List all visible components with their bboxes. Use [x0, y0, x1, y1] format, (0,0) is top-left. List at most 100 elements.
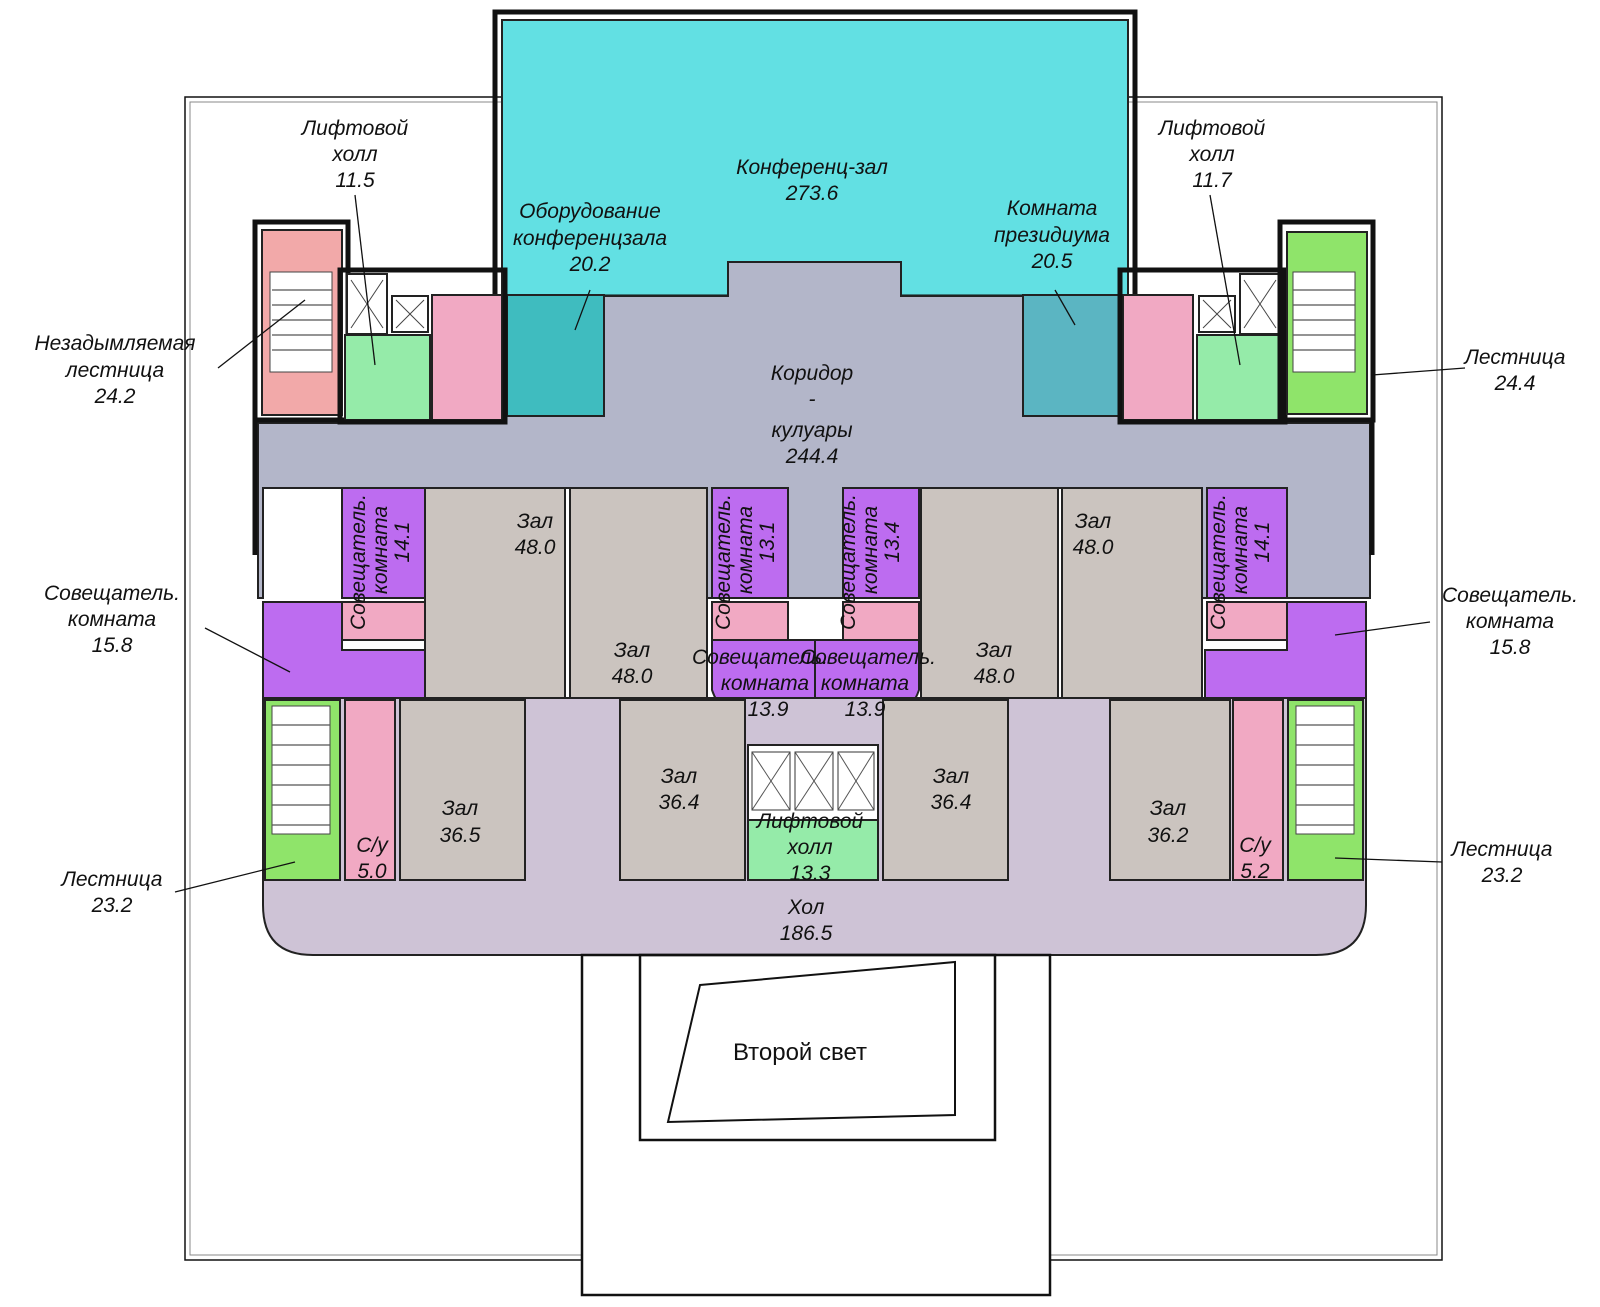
- corridor-name3: кулуары: [771, 419, 853, 442]
- hall-f-name: Зал: [661, 765, 697, 788]
- wc-left-lower: [344, 699, 396, 881]
- lift-right-name1: Лифтовой: [1157, 117, 1266, 140]
- smokefree-name2: лестница: [65, 359, 164, 382]
- hall-b-name: Зал: [614, 639, 650, 662]
- atrium-void: [666, 960, 956, 1124]
- lift-hall-center: [747, 819, 879, 881]
- wc-right-lower: [1232, 699, 1284, 881]
- meeting-ls-area: 15.8: [92, 634, 133, 657]
- presidium-area: 20.5: [1031, 250, 1073, 273]
- stair-flights-left-top: [269, 271, 333, 373]
- meeting-v2-area: 13.1: [756, 522, 779, 563]
- meeting-v2-name1: Совещатель.: [712, 494, 735, 630]
- meeting-v3-name1: Совещатель.: [837, 494, 860, 630]
- lift-left-name1: Лифтовой: [300, 117, 409, 140]
- hall-g-area: 36.4: [931, 791, 972, 814]
- presidium-name2: президиума: [994, 224, 1110, 247]
- stair-treads: [272, 289, 1355, 826]
- hall-h-name: Зал: [1150, 797, 1186, 820]
- meeting-v2-name2: комната: [734, 506, 757, 594]
- meeting-room-v1: [341, 487, 426, 599]
- hall-g-name: Зал: [933, 765, 969, 788]
- wc-left-upper: [431, 294, 503, 421]
- meeting-v1-name1: Совещатель.: [347, 494, 370, 630]
- wc-meeting-v4: [1206, 601, 1288, 641]
- hall-room-a: [424, 487, 566, 699]
- lift-left-name2: холл: [331, 143, 377, 166]
- lift-left-area: 11.5: [335, 169, 375, 192]
- meeting-v3-area: 13.4: [881, 522, 904, 563]
- equipment-area: 20.2: [569, 253, 611, 276]
- meeting-v1-area: 14.1: [391, 522, 414, 563]
- wc-meeting-v3: [842, 601, 920, 641]
- wc-left-area: 5.0: [357, 860, 387, 883]
- corridor-name2: -: [809, 388, 816, 411]
- wc-left-name: С/у: [356, 834, 389, 857]
- hall-e-area: 36.5: [440, 824, 481, 847]
- room-labels: Конференц-зал 273.6 Оборудование конфере…: [34, 117, 1578, 945]
- equipment-room: [506, 294, 605, 417]
- hall-d-name: Зал: [1075, 510, 1111, 533]
- meeting-v3-name2: комната: [859, 506, 882, 594]
- stair-rb-name: Лестница: [1450, 838, 1553, 861]
- meeting-ls-name2: комната: [68, 608, 156, 631]
- lift-hall-right: [1196, 334, 1283, 421]
- meeting-c2-name2: комната: [821, 672, 909, 695]
- hall-f-area: 36.4: [659, 791, 700, 814]
- meeting-c2-name1: Совещатель.: [800, 646, 936, 669]
- stair-rb-area: 23.2: [1481, 864, 1523, 887]
- meeting-rs-name2: комната: [1466, 610, 1554, 633]
- hall-room-g: [882, 699, 1009, 881]
- lift-center-area: 13.3: [790, 862, 831, 885]
- equipment-name2: конференцзала: [513, 227, 667, 250]
- conference-area: 273.6: [785, 182, 839, 205]
- meeting-rs-area: 15.8: [1490, 636, 1531, 659]
- corridor-name1: Коридор: [771, 362, 853, 385]
- meeting-room-v2: [711, 487, 789, 599]
- meeting-v4-area: 14.1: [1251, 522, 1274, 563]
- hall-room-c: [920, 487, 1059, 699]
- hall-room-b: [569, 487, 708, 699]
- meeting-c1-name2: комната: [721, 672, 809, 695]
- meeting-v4-name2: комната: [1229, 506, 1252, 594]
- hall-d-area: 48.0: [1073, 536, 1114, 559]
- wc-right-area: 5.2: [1240, 860, 1270, 883]
- wc-right-name: С/у: [1239, 834, 1272, 857]
- meeting-ls-name1: Совещатель.: [44, 582, 180, 605]
- meeting-room-v4: [1206, 487, 1288, 599]
- leader-lines: [174, 194, 1466, 893]
- hall-room-d: [1061, 487, 1203, 699]
- presidium-room: [1022, 294, 1121, 417]
- smokefree-area: 24.2: [94, 385, 136, 408]
- stair-rt-name: Лестница: [1463, 346, 1566, 369]
- lift-right-area: 11.7: [1192, 169, 1233, 192]
- meeting-c2-area: 13.9: [845, 698, 886, 721]
- hall-e-name: Зал: [442, 797, 478, 820]
- equipment-name1: Оборудование: [519, 200, 661, 223]
- lift-center-name2: холл: [786, 836, 832, 859]
- lift-center-name1: Лифтовой: [755, 810, 864, 833]
- hall-room-h: [1109, 699, 1231, 881]
- hall-b-area: 48.0: [612, 665, 653, 688]
- elevator-cars: [751, 751, 875, 811]
- meeting-room-v3: [842, 487, 920, 599]
- conference-hall: [501, 19, 1129, 297]
- corridor-area: 244.4: [785, 445, 839, 468]
- second-light-label: Второй свет: [733, 1039, 867, 1066]
- presidium-name1: Комната: [1007, 197, 1098, 220]
- lift-right-name2: холл: [1188, 143, 1234, 166]
- meeting-rs-name1: Совещатель.: [1442, 584, 1578, 607]
- lobby-area-label: 186.5: [780, 922, 833, 945]
- hall-h-area: 36.2: [1148, 824, 1189, 847]
- stair-lb-name: Лестница: [60, 868, 163, 891]
- hall-a-name: Зал: [517, 510, 553, 533]
- meeting-v4-name1: Совещатель.: [1207, 494, 1230, 630]
- wc-right-upper: [1122, 294, 1194, 421]
- lift-hall-left: [344, 334, 431, 421]
- stair-rt-area: 24.4: [1494, 372, 1536, 395]
- hall-room-e: [399, 699, 526, 881]
- hall-c-area: 48.0: [974, 665, 1015, 688]
- meeting-v1-name2: комната: [369, 506, 392, 594]
- conference-name: Конференц-зал: [736, 156, 888, 179]
